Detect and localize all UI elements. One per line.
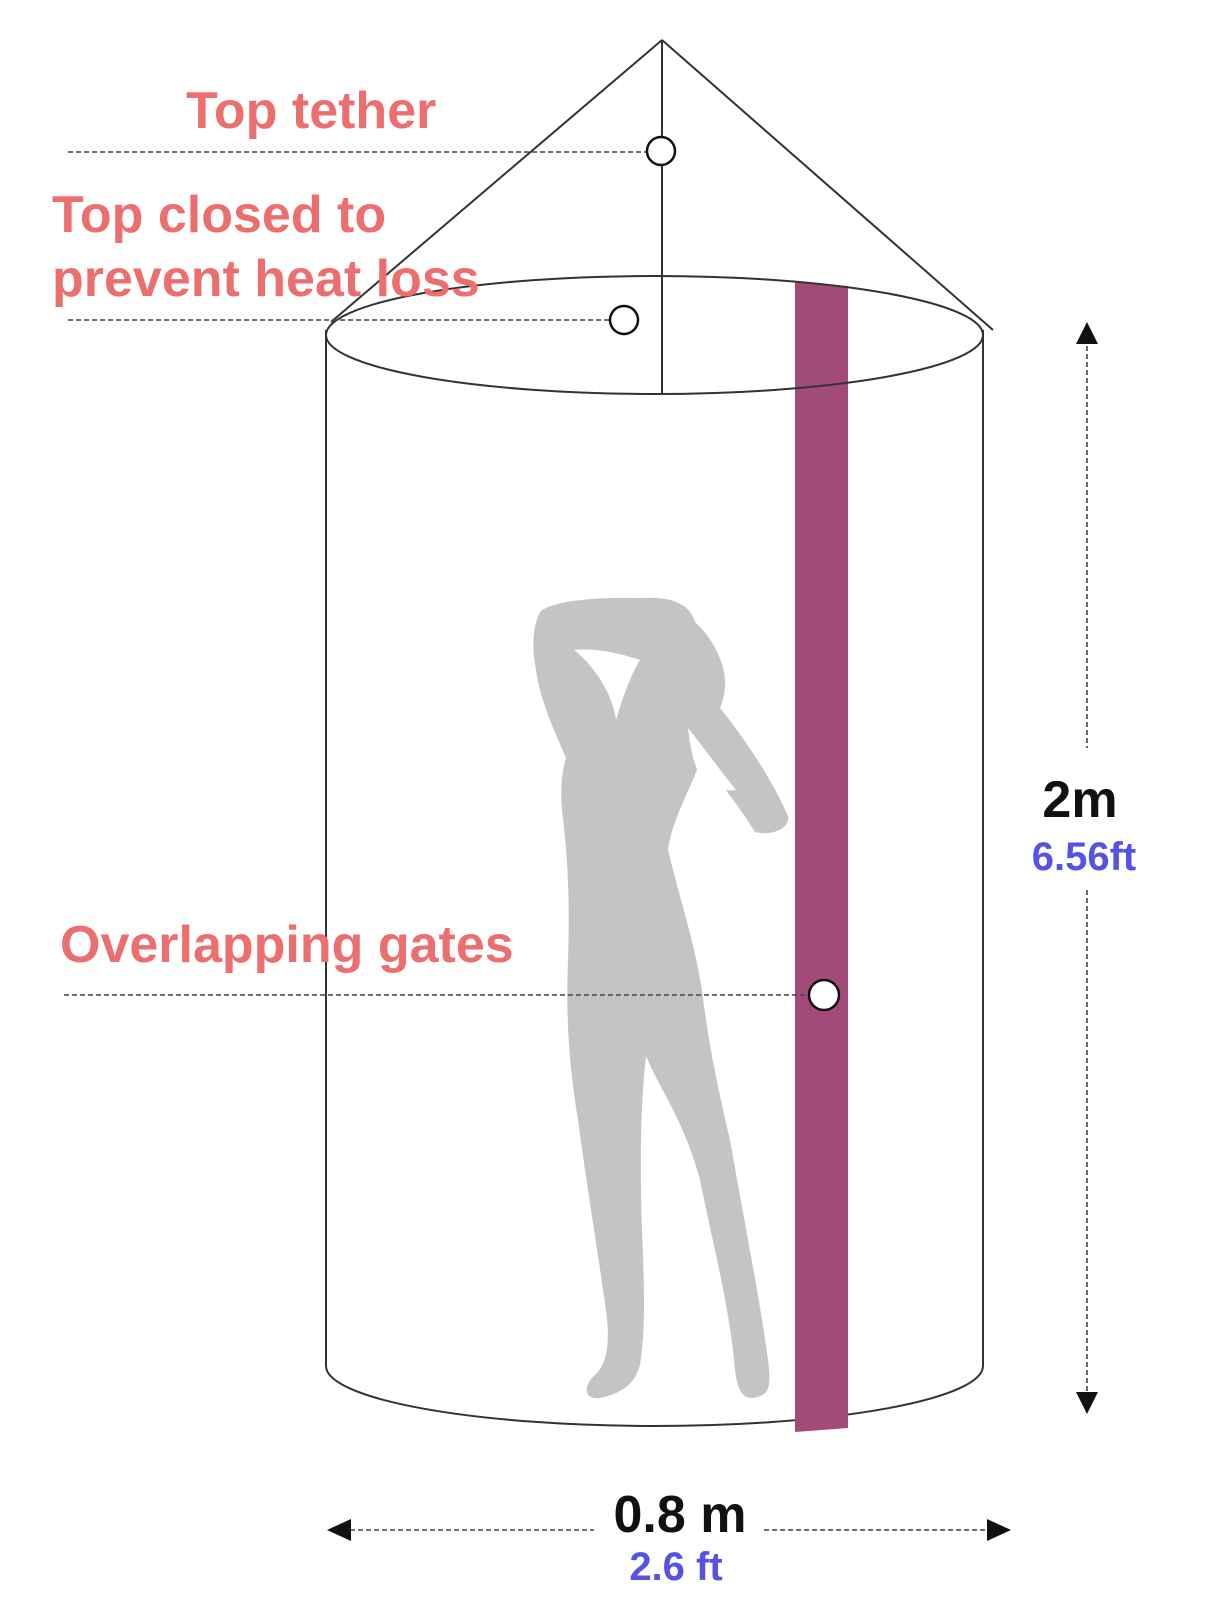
cylinder-tent [325,330,984,1427]
top-closed-marker [608,304,640,336]
width-imperial-value: 2.6 ft [629,1545,722,1589]
arrow-right-icon [987,1519,1011,1541]
height-imperial-value: 6.56ft [1032,835,1137,879]
cylinder-bottom-rim [325,1365,984,1427]
roof-right-line [661,39,994,331]
width-dimension: 0.8 m 2.6 ft [327,1486,1011,1589]
roof-cone [330,39,994,394]
height-dimension: 2m 6.56ft [1032,322,1137,1414]
overlapping-gate-strip [795,282,848,1432]
overlapping-gates-marker [807,978,841,1012]
top-tether-marker [645,135,677,167]
top-tether-label: Top tether [186,82,436,140]
arrow-up-icon [1076,322,1098,344]
height-metric-value: 2m [1042,771,1117,829]
roof-left-line [330,39,663,323]
cylinder-top-rim [325,275,984,395]
person-silhouette-icon [533,597,789,1399]
arrow-left-icon [327,1519,351,1541]
overlapping-gates-label: Overlapping gates [60,916,514,974]
width-metric-value: 0.8 m [614,1486,747,1544]
top-closed-label-line1: Top closed to [52,186,386,244]
arrow-down-icon [1076,1392,1098,1414]
leader-lines [64,151,808,996]
top-closed-label-line2: prevent heat loss [52,250,480,308]
